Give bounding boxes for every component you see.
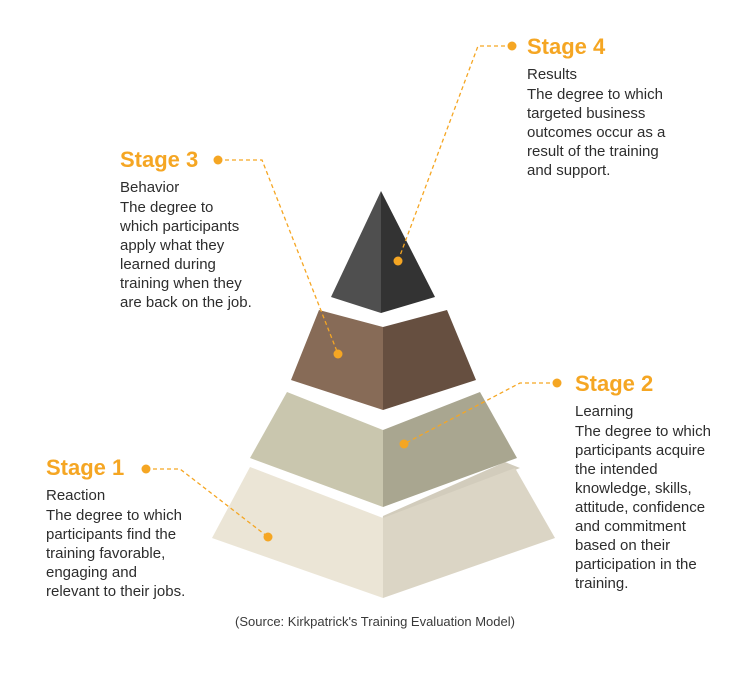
stage-4-desc-line: outcomes occur as a xyxy=(527,124,666,141)
stage-2-desc-line: the intended xyxy=(575,461,658,478)
source-caption: (Source: Kirkpatrick's Training Evaluati… xyxy=(235,614,515,629)
stage-2-desc-line: attitude, confidence xyxy=(575,499,706,516)
pyramid-tier-1 xyxy=(212,462,555,598)
stage-2-description: The degree to which participants acquire… xyxy=(575,422,711,593)
stage-3-title: Stage 3 xyxy=(120,147,199,172)
stage-2-desc-line: training. xyxy=(575,575,629,592)
stage-1-callout: Stage 1 Reaction The degree to which par… xyxy=(46,455,185,601)
tier-2-left-face xyxy=(250,392,383,507)
stage-3-desc-line: The degree to xyxy=(120,199,214,216)
stage-3-pyramid-dot xyxy=(333,349,343,359)
stage-4-desc-line: The degree to which xyxy=(527,86,663,103)
stage-4-connector xyxy=(397,45,512,262)
stage-3-name: Behavior xyxy=(120,179,180,196)
stage-2-name: Learning xyxy=(575,403,634,420)
stage-4-callout: Stage 4 Results The degree to which targ… xyxy=(527,34,665,180)
stage-2-desc-line: and commitment xyxy=(575,518,686,535)
stage-1-description: The degree to which participants find th… xyxy=(46,506,185,601)
tier-1-left-face xyxy=(212,467,383,598)
stage-2-desc-line: based on their xyxy=(575,537,671,554)
stage-3-desc-line: apply what they xyxy=(120,237,225,254)
stage-3-desc-line: learned during xyxy=(120,256,216,273)
stage-1-connector xyxy=(146,468,269,538)
pyramid-tier-2 xyxy=(250,392,517,507)
stage-4-pyramid-dot xyxy=(393,256,403,266)
stage-2-desc-line: participants acquire xyxy=(575,442,706,459)
stage-3-description: The degree to which participants apply w… xyxy=(120,198,252,312)
stage-3-label-dot xyxy=(213,155,223,165)
stage-2-callout: Stage 2 Learning The degree to which par… xyxy=(575,371,711,593)
tier-4-right-face xyxy=(381,191,435,313)
stage-4-label-dot xyxy=(507,41,517,51)
stage-4-desc-line: and support. xyxy=(527,162,611,179)
stage-2-pyramid-dot xyxy=(399,439,409,449)
stage-1-pyramid-dot xyxy=(263,532,273,542)
tier-3-right-face xyxy=(383,310,476,410)
stage-4-desc-line: targeted business xyxy=(527,105,646,122)
stage-1-desc-line: engaging and xyxy=(46,564,137,581)
stage-1-desc-line: training favorable, xyxy=(46,545,166,562)
stage-1-title: Stage 1 xyxy=(46,455,125,480)
tier-4-left-face xyxy=(331,191,381,313)
stage-3-callout: Stage 3 Behavior The degree to which par… xyxy=(120,147,252,312)
stage-4-desc-line: result of the training xyxy=(527,143,659,160)
stage-2-desc-line: The degree to which xyxy=(575,423,711,440)
stage-1-desc-line: relevant to their jobs. xyxy=(46,583,186,600)
stage-2-title: Stage 2 xyxy=(575,371,654,396)
stage-4-title: Stage 4 xyxy=(527,34,606,59)
pyramid-tier-4 xyxy=(331,191,435,313)
stage-4-name: Results xyxy=(527,66,578,83)
stage-3-desc-line: training when they xyxy=(120,275,242,292)
tier-1-right-face xyxy=(383,468,555,598)
stage-2-desc-line: knowledge, skills, xyxy=(575,480,692,497)
pyramid-tier-3 xyxy=(291,310,476,410)
stage-1-desc-line: The degree to which xyxy=(46,507,182,524)
stage-4-description: The degree to which targeted business ou… xyxy=(527,85,665,180)
stage-1-label-dot xyxy=(141,464,151,474)
stage-3-desc-line: are back on the job. xyxy=(120,294,252,311)
stage-1-desc-line: participants find the xyxy=(46,526,177,543)
stage-3-connector xyxy=(218,159,339,355)
tier-2-right-face xyxy=(383,392,517,507)
stage-2-label-dot xyxy=(552,378,562,388)
tier-3-left-face xyxy=(291,310,383,410)
stage-2-connector xyxy=(403,382,557,445)
stage-2-desc-line: participation in the xyxy=(575,556,697,573)
stage-1-name: Reaction xyxy=(46,487,106,504)
stage-3-desc-line: which participants xyxy=(120,218,240,235)
